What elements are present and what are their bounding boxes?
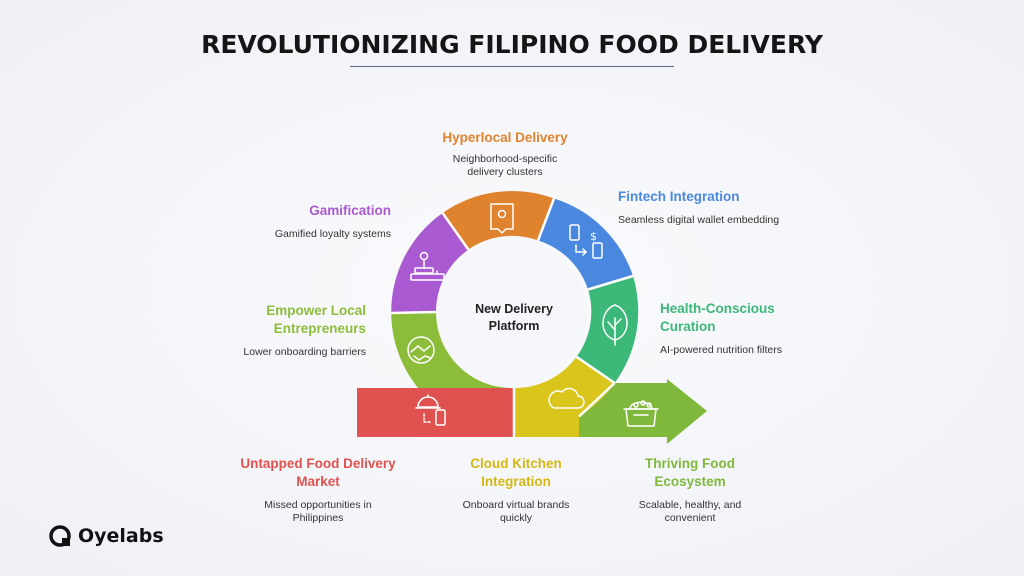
label-hyperlocal-title: Hyperlocal Delivery xyxy=(442,130,568,145)
leaf-icon xyxy=(602,304,628,346)
label-gamification-desc: Gamified loyalty systems xyxy=(274,228,391,240)
label-cloud-title: Cloud Kitchen Integration xyxy=(470,456,562,489)
label-fintech-title: Fintech Integration xyxy=(618,189,740,204)
segment-health xyxy=(576,276,639,383)
label-thriving: Thriving Food Ecosystem Scalable, health… xyxy=(620,455,760,525)
segment-fintech xyxy=(538,198,633,290)
label-untapped-desc: Missed opportunities in Philippines xyxy=(264,499,372,524)
label-health: Health-Conscious Curation AI-powered nut… xyxy=(660,300,820,357)
segment-separators xyxy=(391,198,634,437)
label-fintech-desc: Seamless digital wallet embedding xyxy=(618,214,780,226)
segment-cloud xyxy=(514,356,615,437)
center-label-line2: Platform xyxy=(489,319,540,333)
label-hyperlocal: Hyperlocal Delivery Neighborhood-specifi… xyxy=(405,129,605,179)
label-gamification: Gamification Gamified loyalty systems xyxy=(211,202,391,241)
label-hyperlocal-desc: Neighborhood-specific delivery clusters xyxy=(452,153,558,178)
label-cloud-desc: Onboard virtual brands quickly xyxy=(462,499,570,524)
label-empower-desc: Lower onboarding barriers xyxy=(243,346,366,358)
center-hole xyxy=(437,237,587,387)
cloud-icon xyxy=(548,387,585,409)
map-pin-icon xyxy=(490,203,514,234)
svg-text:$: $ xyxy=(590,230,597,243)
label-gamification-title: Gamification xyxy=(309,203,391,218)
title-divider xyxy=(350,66,674,67)
segment-hyperlocal xyxy=(442,191,554,250)
phone-payment-icon: $ xyxy=(569,224,603,259)
cloche-phone-icon xyxy=(415,394,446,426)
segment-gamification xyxy=(391,213,469,313)
oyelabs-mark-icon xyxy=(49,525,71,547)
label-thriving-desc: Scalable, healthy, and convenient xyxy=(638,499,742,524)
joystick-icon xyxy=(410,251,445,281)
page-title: REVOLUTIONIZING FILIPINO FOOD DELIVERY xyxy=(201,30,823,59)
label-health-desc: AI-powered nutrition filters xyxy=(660,344,782,356)
brand-name: Oyelabs xyxy=(78,525,164,547)
handshake-icon xyxy=(407,336,435,364)
food-basket-icon xyxy=(623,400,659,427)
segment-thriving xyxy=(579,379,707,444)
label-health-title: Health-Conscious Curation xyxy=(660,301,775,334)
label-fintech: Fintech Integration Seamless digital wal… xyxy=(618,188,818,227)
label-empower: Empower Local Entrepreneurs Lower onboar… xyxy=(226,302,366,359)
label-thriving-title: Thriving Food Ecosystem xyxy=(645,456,735,489)
label-empower-title: Empower Local Entrepreneurs xyxy=(266,303,366,336)
label-cloud: Cloud Kitchen Integration Onboard virtua… xyxy=(446,455,586,525)
brand-logo: Oyelabs xyxy=(48,524,164,548)
label-untapped-title: Untapped Food Delivery Market xyxy=(240,456,396,489)
label-untapped: Untapped Food Delivery Market Missed opp… xyxy=(228,455,408,525)
center-label-line1: New Delivery xyxy=(475,302,553,316)
